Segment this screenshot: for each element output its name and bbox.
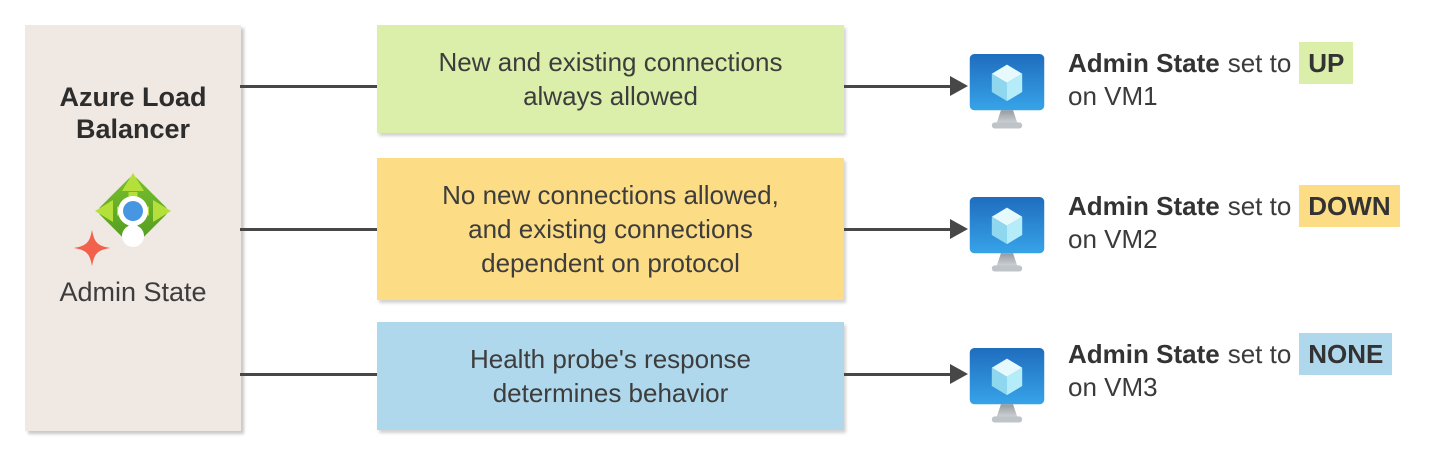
description-text: No new connections allowed, and existing… bbox=[442, 180, 779, 278]
connector-line bbox=[240, 85, 377, 88]
load-balancer-panel: Azure Load Balancer Admin State bbox=[25, 25, 241, 431]
admin-state-label: Admin State bbox=[1068, 48, 1220, 78]
panel-title: Azure Load Balancer bbox=[59, 82, 207, 144]
vm-monitor-icon bbox=[969, 195, 1045, 275]
admin-state-label: Admin State bbox=[1068, 339, 1220, 369]
sparkle-icon bbox=[73, 229, 111, 267]
load-balancer-icon bbox=[73, 161, 183, 267]
vm-target-label: on VM3 bbox=[1068, 372, 1158, 402]
set-to-label: set to bbox=[1227, 191, 1292, 221]
arrowhead-icon bbox=[950, 364, 968, 384]
description-box: New and existing connections always allo… bbox=[377, 25, 844, 133]
connector-line bbox=[240, 228, 377, 231]
arrowhead-icon bbox=[950, 76, 968, 96]
state-value-badge: DOWN bbox=[1299, 185, 1400, 227]
state-value-badge: UP bbox=[1299, 42, 1354, 84]
set-to-label: set to bbox=[1227, 48, 1292, 78]
set-to-label: set to bbox=[1227, 339, 1292, 369]
connector-line bbox=[844, 85, 951, 88]
vm-target-label: on VM1 bbox=[1068, 81, 1158, 111]
panel-caption: Admin State bbox=[59, 277, 207, 307]
description-text: Health probe's response determines behav… bbox=[469, 344, 752, 408]
description-text: New and existing connections always allo… bbox=[438, 47, 783, 111]
description-box: Health probe's response determines behav… bbox=[377, 322, 844, 430]
vm-target-label: on VM2 bbox=[1068, 224, 1158, 254]
description-box: No new connections allowed, and existing… bbox=[377, 158, 844, 300]
connector-line bbox=[844, 228, 951, 231]
arrowhead-icon bbox=[950, 219, 968, 239]
admin-state-label: Admin State bbox=[1068, 191, 1220, 221]
connector-line bbox=[240, 373, 377, 376]
load-balancer-diamond-icon bbox=[95, 173, 171, 247]
state-value-badge: NONE bbox=[1299, 333, 1393, 375]
vm-monitor-icon bbox=[969, 346, 1045, 426]
connector-line bbox=[844, 373, 951, 376]
vm-monitor-icon bbox=[969, 52, 1045, 132]
